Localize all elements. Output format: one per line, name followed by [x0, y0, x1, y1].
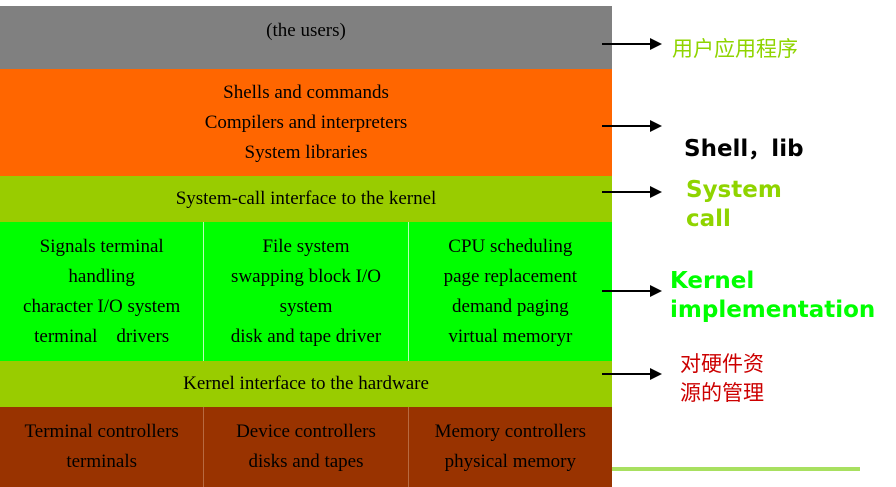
annotation-line: 对硬件资 — [680, 352, 764, 376]
users-label: (the users) — [266, 20, 346, 41]
layer-kernel: Signals terminal handling character I/O … — [0, 222, 612, 361]
annotation-kernel-implementation: Kernel implementation — [670, 267, 875, 325]
kernel-col2-line: File system — [262, 235, 350, 257]
kernel-col3-line: virtual memoryr — [448, 325, 573, 347]
arrow-right-icon — [602, 285, 662, 297]
annotation-line: 源的管理 — [680, 381, 764, 405]
layer-syscall-interface: System-call interface to the kernel — [0, 176, 612, 222]
controller-column-terminal: Terminal controllers terminals — [0, 407, 205, 487]
kernel-col2-line: disk and tape driver — [230, 325, 382, 347]
controller-col1-line: terminals — [66, 451, 138, 472]
kernel-col1-line: character I/O system — [23, 295, 181, 317]
annotation-shell-lib: Shell，lib — [684, 129, 804, 163]
kernel-col2-line: swapping block I/O — [231, 265, 381, 287]
libraries-line: System libraries — [244, 141, 368, 163]
kernel-column-signals: Signals terminal handling character I/O … — [0, 222, 205, 361]
kernel-col3-line: page replacement — [443, 265, 578, 287]
controller-column-memory: Memory controllers physical memory — [409, 407, 612, 487]
kernel-column-filesystem: File system swapping block I/O system di… — [204, 222, 409, 361]
compilers-line: Compilers and interpreters — [204, 111, 408, 133]
layer-controllers: Terminal controllers terminals Device co… — [0, 407, 612, 487]
controller-col2-line: Device controllers — [236, 421, 376, 442]
layer-shells-commands: Shells and commands Compilers and interp… — [0, 69, 612, 176]
controller-col3-line: physical memory — [444, 451, 577, 472]
annotation-system-call: System call — [686, 176, 782, 234]
controller-col2-line: disks and tapes — [248, 451, 364, 472]
annotation-line: Kernel — [670, 268, 755, 294]
arrow-right-icon — [602, 38, 662, 50]
kernel-col1-line: terminal drivers — [34, 325, 170, 347]
arrow-right-icon — [602, 186, 662, 198]
layer-hardware-interface: Kernel interface to the hardware — [0, 361, 612, 407]
annotation-line: 用户应用程序 — [672, 37, 798, 61]
kernel-col2-line: system — [279, 295, 333, 317]
annotation-user-apps: 用户应用程序 — [672, 33, 798, 63]
decorative-rule — [612, 467, 860, 471]
annotation-line: implementation — [670, 297, 876, 323]
kernel-col3-line: CPU scheduling — [448, 235, 573, 257]
kernel-col3-line: demand paging — [452, 295, 569, 317]
annotation-hardware-resources: 对硬件资 源的管理 — [680, 350, 764, 408]
annotation-line: System — [686, 177, 782, 203]
controller-col3-line: Memory controllers — [434, 421, 587, 442]
kernel-column-cpu: CPU scheduling page replacement demand p… — [409, 222, 612, 361]
arrow-right-icon — [602, 368, 662, 380]
layer-users: (the users) — [0, 6, 612, 69]
controller-col1-line: Terminal controllers — [24, 421, 179, 442]
syscall-label: System-call interface to the kernel — [175, 188, 437, 209]
kernel-col1-line: handling — [68, 265, 135, 287]
annotation-line: Shell，lib — [684, 136, 804, 162]
arrow-right-icon — [602, 120, 662, 132]
controller-column-device: Device controllers disks and tapes — [204, 407, 409, 487]
annotation-line: call — [686, 206, 731, 232]
hardware-interface-label: Kernel interface to the hardware — [183, 373, 429, 394]
kernel-col1-line: Signals terminal — [39, 235, 164, 257]
shells-line: Shells and commands — [223, 81, 389, 103]
